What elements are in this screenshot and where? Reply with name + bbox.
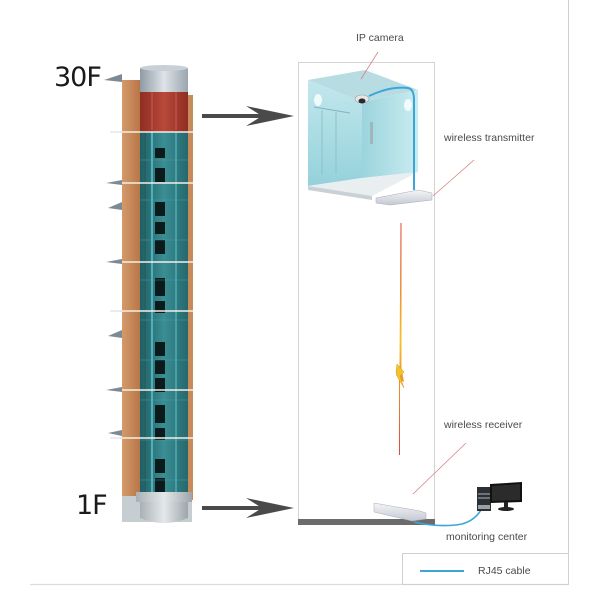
monitoring-computer — [477, 482, 522, 511]
system-frame — [298, 62, 435, 525]
receiver-pointer — [412, 442, 467, 495]
floor-label-1f: 1F — [76, 490, 108, 521]
arrow-1f — [202, 498, 294, 518]
legend-box — [402, 553, 569, 585]
wireless-transmitter-label: wireless transmitter — [444, 132, 535, 144]
ip-camera-label: IP camera — [356, 32, 404, 44]
shaft-top-cap — [140, 68, 188, 92]
camera-cable — [368, 86, 415, 190]
elevator-shaft — [104, 65, 193, 523]
brick-wall — [122, 80, 140, 500]
wireless-receiver-label: wireless receiver — [444, 419, 523, 431]
floor-label-30f: 30F — [54, 62, 102, 93]
monitoring-center-label: monitoring center — [446, 531, 528, 543]
transmitter-pointer — [432, 159, 475, 197]
shaft-glass — [140, 130, 188, 500]
ip-camera-pointer — [360, 51, 379, 80]
elevator-car — [140, 90, 188, 132]
wireless-transmitter-device — [375, 189, 433, 206]
elevator-cabin — [308, 70, 433, 206]
wireless-receiver-device — [373, 502, 427, 522]
arrow-30f — [202, 106, 294, 126]
rj45-cable — [413, 507, 483, 527]
wireless-signal-bolt — [395, 223, 405, 455]
brick-wall-right — [187, 95, 193, 500]
legend-item-label: RJ45 cable — [478, 565, 531, 577]
ground-bar — [298, 519, 435, 525]
